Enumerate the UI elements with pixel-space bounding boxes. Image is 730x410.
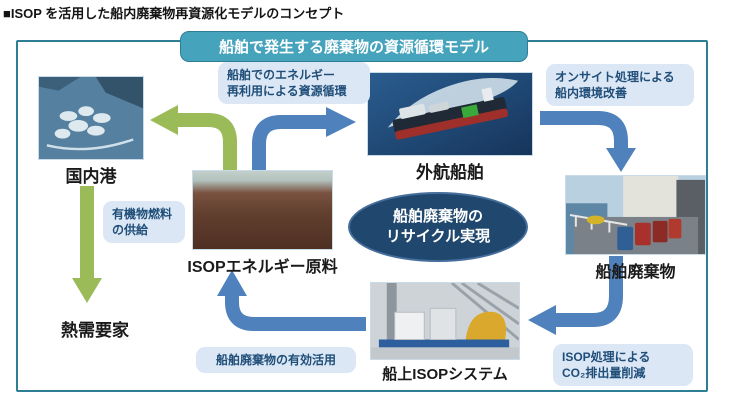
flow-label-energy-reuse: 船舶でのエネルギー 再利用による資源循環 <box>218 62 370 105</box>
flow-label-line: 有機物燃料 <box>112 207 173 221</box>
flow-label-line: 船内環境改善 <box>555 86 628 101</box>
diagram-header: 船舶で発生する廃棄物の資源循環モデル <box>180 31 528 62</box>
center-goal-ellipse: 船舶廃棄物の リサイクル実現 <box>348 192 528 262</box>
flow-label-co2-reduction: ISOP処理による CO₂排出量削減 <box>553 344 693 387</box>
domestic-port-photo <box>38 76 144 160</box>
center-goal-line: 船舶廃棄物の <box>392 207 483 225</box>
ship-waste-photo <box>565 175 706 255</box>
ship-illustration <box>368 73 532 155</box>
node-label-heat-consumer: 熱需要家 <box>61 321 129 340</box>
ocean-ship-photo <box>367 72 533 156</box>
flow-label-line: オンサイト処理による <box>555 70 675 84</box>
flow-label-line: ISOP処理による <box>562 350 651 364</box>
node-label-domestic-port: 国内港 <box>65 167 117 186</box>
isop-machine-illustration <box>371 283 519 359</box>
center-goal-line: リサイクル実現 <box>385 228 491 245</box>
onboard-isop-system-photo <box>370 282 520 360</box>
node-label-ocean-ship: 外航船舶 <box>416 163 484 182</box>
flow-label-waste-utilization: 船舶廃棄物の有効活用 <box>196 347 356 374</box>
flow-label-organic-fuel-supply: 有機物燃料 の供給 <box>103 201 185 244</box>
isop-material-photo <box>192 170 333 250</box>
node-label-isop-material: ISOPエネルギー原料 <box>187 259 338 276</box>
flow-label-onsite-improvement: オンサイト処理による 船内環境改善 <box>546 64 694 107</box>
aerial-port-illustration <box>39 77 143 159</box>
flow-label-line: 船舶でのエネルギー <box>227 68 336 82</box>
page-title: ■ISOP を活用した船内廃棄物再資源化モデルのコンセプト <box>3 6 345 21</box>
flow-label-line: 再利用による資源循環 <box>227 84 347 99</box>
node-label-ship-waste: 船舶廃棄物 <box>595 264 676 281</box>
flow-label-line: の供給 <box>112 223 149 238</box>
flow-label-line: CO₂排出量削減 <box>562 366 646 381</box>
node-label-onboard-system: 船上ISOPシステム <box>382 366 508 383</box>
waste-drums-illustration <box>566 176 705 254</box>
